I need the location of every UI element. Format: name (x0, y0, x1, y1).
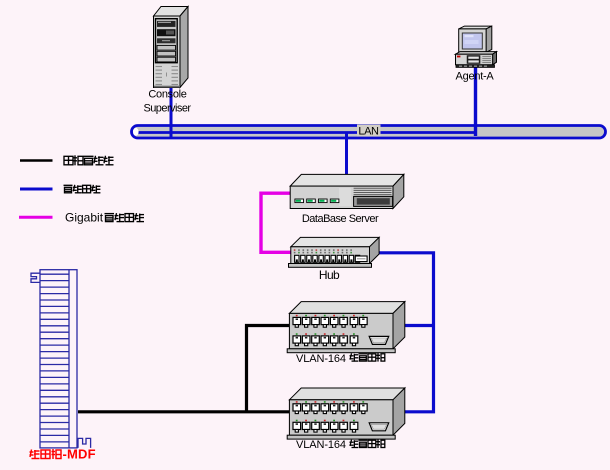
svg-text:VLAN-164: VLAN-164 (296, 439, 346, 451)
svg-text:Hub: Hub (319, 268, 340, 282)
svg-text:VLAN-164: VLAN-164 (296, 353, 346, 365)
svg-text:-MDF: -MDF (63, 447, 96, 462)
svg-text:Console: Console (148, 89, 186, 101)
svg-text:DataBase Server: DataBase Server (302, 213, 379, 225)
svg-text:Gigabit: Gigabit (65, 210, 104, 224)
svg-text:Agent-A: Agent-A (456, 71, 495, 83)
svg-text:LAN: LAN (358, 125, 379, 137)
svg-text:Superviser: Superviser (143, 103, 191, 115)
